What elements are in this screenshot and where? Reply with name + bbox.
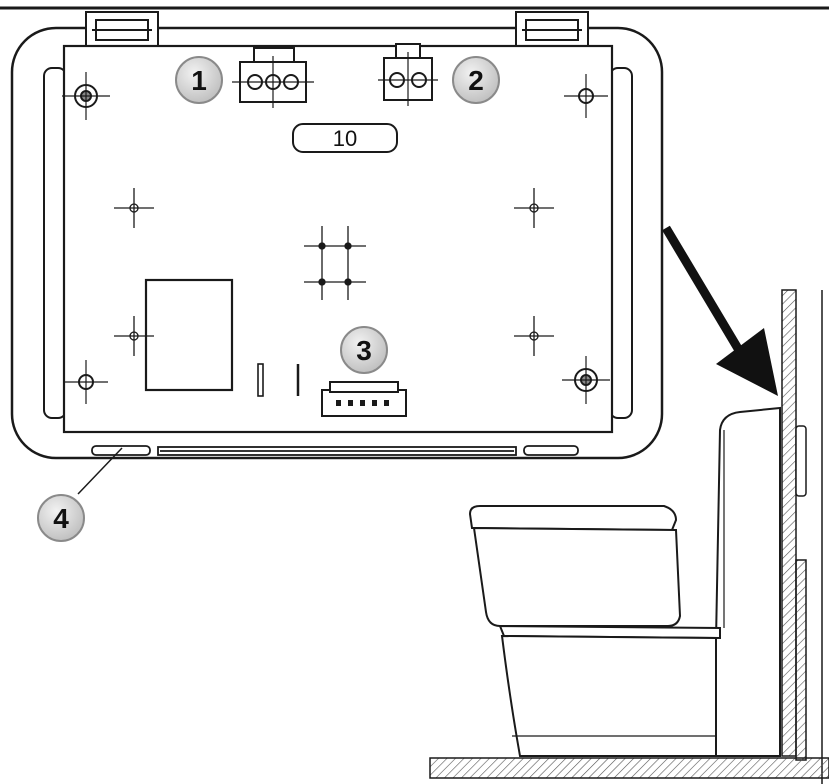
arrow-down-right-icon bbox=[662, 225, 778, 396]
callout-3-label: 3 bbox=[356, 335, 372, 366]
callout-4-leader bbox=[77, 447, 123, 495]
top-clip-left bbox=[85, 11, 159, 49]
mounting-hole-icon bbox=[564, 74, 608, 118]
bottom-slot bbox=[91, 445, 579, 456]
small-component bbox=[257, 363, 300, 397]
top-clip-right bbox=[515, 11, 589, 49]
callout-3: 3 bbox=[340, 326, 388, 374]
connector-3 bbox=[321, 381, 407, 417]
callout-1-label: 1 bbox=[191, 65, 207, 96]
callout-4-label: 4 bbox=[53, 503, 69, 534]
callout-2: 2 bbox=[452, 56, 500, 104]
connector-2 bbox=[378, 43, 438, 106]
callout-4: 4 bbox=[37, 447, 123, 542]
mounting-hole-icon bbox=[64, 360, 108, 404]
screw-icon bbox=[562, 356, 610, 404]
center-crosshair-grid bbox=[304, 226, 366, 300]
callout-2-label: 2 bbox=[468, 65, 484, 96]
toilet-side-view bbox=[468, 406, 781, 757]
component-block bbox=[144, 278, 234, 392]
board-label: 10 bbox=[333, 126, 357, 151]
wall bbox=[781, 289, 823, 784]
connector-1 bbox=[232, 47, 314, 108]
screw-icon bbox=[62, 72, 110, 120]
crosshair-icon bbox=[114, 188, 554, 356]
floor bbox=[429, 757, 829, 779]
callout-1: 1 bbox=[175, 56, 223, 104]
board-label-plate bbox=[292, 123, 398, 153]
